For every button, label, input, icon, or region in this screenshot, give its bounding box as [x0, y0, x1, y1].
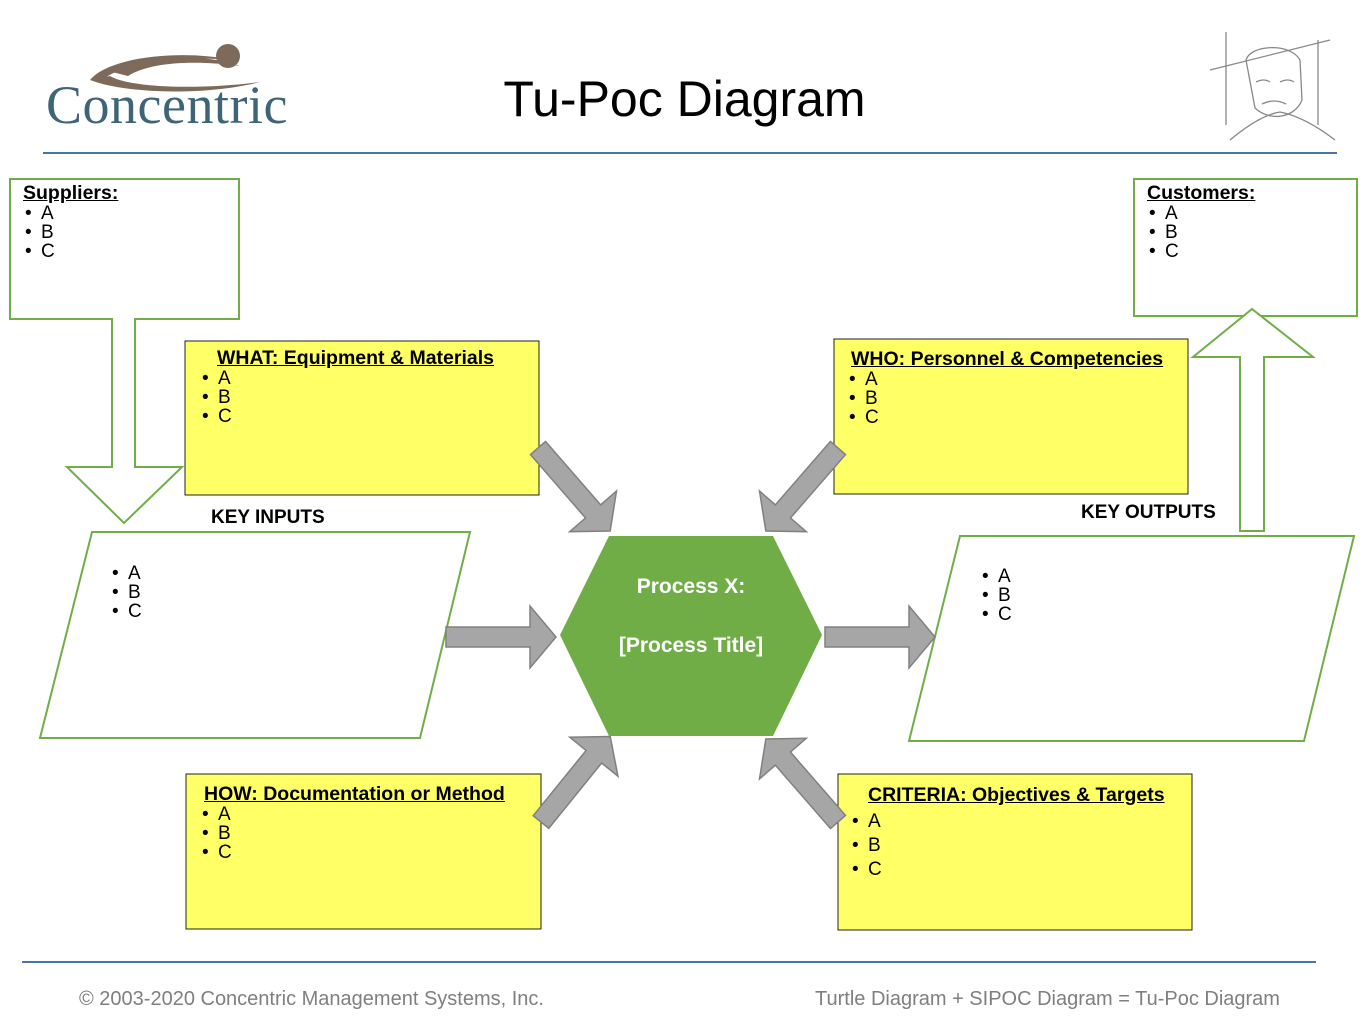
criteria-heading: CRITERIA: Objectives & Targets — [868, 784, 1165, 806]
page-title: Tu-Poc Diagram — [503, 71, 866, 127]
logo-swoosh-icon — [90, 44, 260, 92]
list-item: A — [110, 564, 142, 583]
list-item: C — [850, 858, 1165, 882]
footer-copyright: © 2003-2020 Concentric Management System… — [79, 988, 544, 1010]
list-item: B — [23, 223, 118, 242]
what-box: WHAT: Equipment & Materials ABC — [200, 347, 494, 427]
list-item: A — [200, 805, 505, 824]
key-outputs-shape — [907, 535, 1356, 742]
key-outputs-list: ABC — [980, 567, 1012, 624]
key-inputs-list: ABC — [110, 564, 142, 621]
list-item: B — [850, 834, 1165, 858]
list-item: B — [200, 388, 494, 407]
how-box: HOW: Documentation or Method ABC — [200, 783, 505, 863]
key-inputs-shape — [38, 531, 472, 739]
what-heading: WHAT: Equipment & Materials — [217, 347, 494, 369]
logo-text: Concentric — [46, 75, 288, 135]
criteria-box: CRITERIA: Objectives & Targets ABC — [850, 784, 1165, 883]
how-heading: HOW: Documentation or Method — [204, 783, 505, 805]
list-item: C — [110, 602, 142, 621]
suppliers-callout-shape — [9, 178, 240, 525]
list-item: A — [23, 204, 118, 223]
list-item: A — [850, 810, 1165, 834]
suppliers-heading: Suppliers: — [23, 182, 119, 204]
caricature-sketch-image — [1209, 32, 1336, 141]
list-item: A — [847, 370, 1163, 389]
who-box: WHO: Personnel & Competencies ABC — [847, 348, 1164, 428]
key-outputs-label: KEY OUTPUTS — [1081, 502, 1216, 523]
who-heading: WHO: Personnel & Competencies — [851, 348, 1164, 370]
list-item: C — [847, 408, 1163, 427]
customers-box: Customers: ABC — [1147, 182, 1256, 262]
input-arrow — [445, 605, 557, 669]
process-name: Process X: — [636, 575, 746, 598]
key-inputs-label: KEY INPUTS — [211, 507, 325, 528]
customers-heading: Customers: — [1147, 182, 1256, 204]
list-item: C — [200, 843, 505, 862]
list-item: B — [110, 583, 142, 602]
list-item: B — [980, 586, 1012, 605]
list-item: C — [1147, 242, 1255, 261]
list-item: C — [23, 242, 118, 261]
list-item: A — [980, 567, 1012, 586]
suppliers-box: Suppliers: ABC — [23, 182, 119, 262]
footer-tagline: Turtle Diagram + SIPOC Diagram = Tu-Poc … — [815, 988, 1280, 1010]
process-hexagon — [560, 536, 822, 736]
list-item: A — [200, 369, 494, 388]
list-item: B — [847, 389, 1163, 408]
output-up-arrow — [1190, 307, 1316, 532]
list-item: B — [200, 824, 505, 843]
list-item: B — [1147, 223, 1255, 242]
process-title: [Process Title] — [618, 634, 764, 657]
list-item: C — [200, 407, 494, 426]
list-item: A — [1147, 204, 1255, 223]
list-item: C — [980, 605, 1012, 624]
output-arrow — [824, 605, 936, 669]
